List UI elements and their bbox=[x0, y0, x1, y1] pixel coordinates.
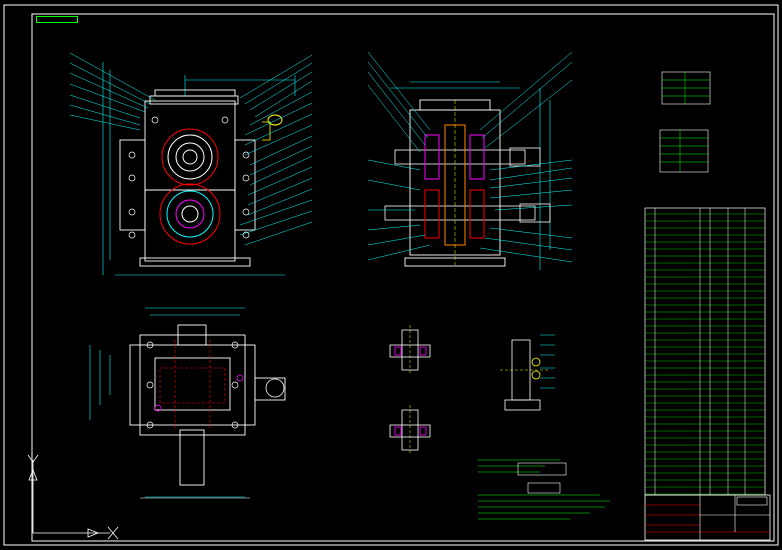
technical-parameter-table bbox=[661, 71, 711, 105]
sheet-outer-border bbox=[3, 4, 779, 546]
title-block bbox=[644, 494, 771, 541]
section-view bbox=[367, 51, 573, 270]
technical-notes bbox=[478, 459, 610, 520]
sheet-inner-border bbox=[31, 13, 775, 542]
drawing-title-tag bbox=[36, 16, 78, 23]
ucs-axis-icon bbox=[27, 454, 119, 540]
top-view bbox=[89, 307, 286, 499]
detail-views bbox=[389, 325, 555, 455]
gear-parameter-table bbox=[659, 129, 709, 173]
front-view bbox=[69, 52, 313, 276]
parts-list bbox=[644, 207, 766, 496]
